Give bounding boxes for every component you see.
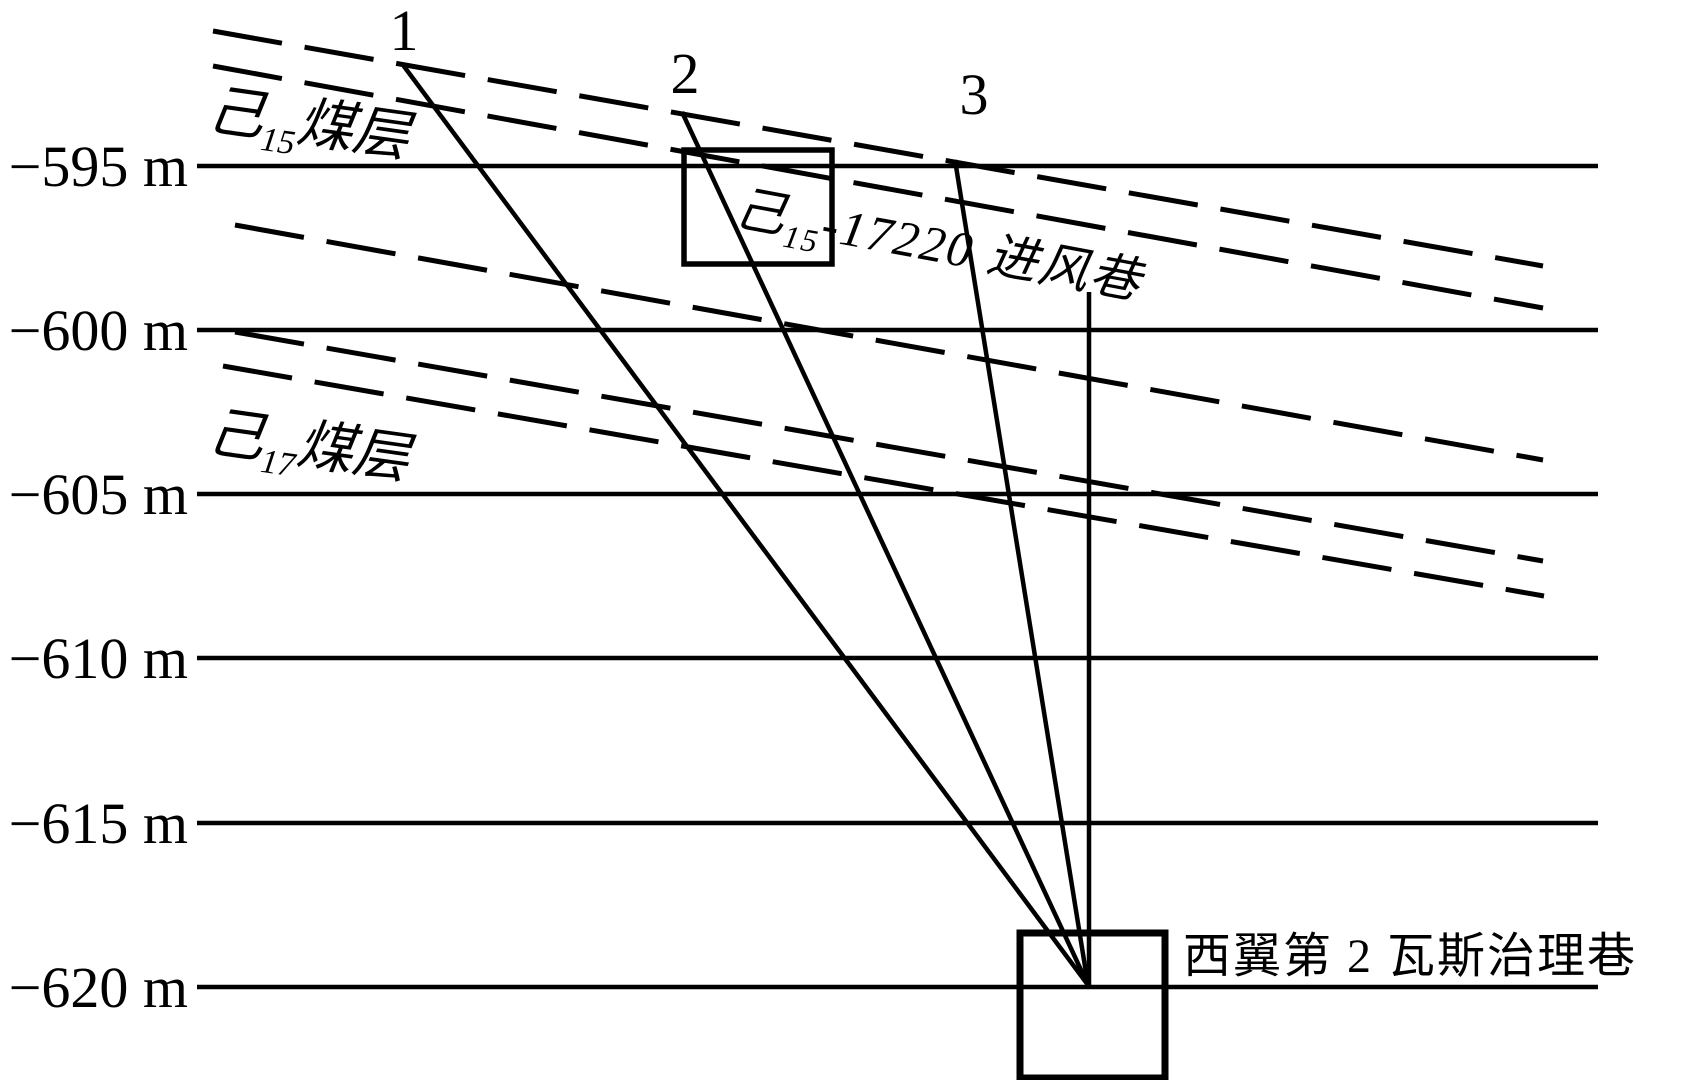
elevation-label-605: −605 m [9, 462, 188, 527]
intake-airway-label-rest: -17220 进风巷 [818, 196, 1150, 311]
elevation-labels: −595 m −600 m −605 m −610 m −615 m −620 … [9, 134, 188, 1020]
elevation-label-615: −615 m [9, 791, 188, 856]
gas-control-roadway-label: 西翼第 2 瓦斯治理巷 [1183, 930, 1637, 983]
seam-17-floor-dashed-line [222, 363, 1545, 599]
borehole-3-line [952, 159, 1091, 986]
intake-airway-label-base: 己 [731, 180, 792, 245]
seam-17-label: 己17煤层 [203, 401, 418, 500]
intake-airway: 己15-17220 进风巷 [681, 147, 1149, 985]
elevation-label-620: −620 m [9, 955, 188, 1020]
intake-airway-label-subscript: 15 [780, 218, 822, 260]
borehole-labels: 1 2 3 [390, 0, 989, 127]
elevation-lines [197, 163, 1598, 990]
borehole-1-line [401, 63, 1090, 987]
seam-15-label: 己15煤层 [203, 79, 418, 178]
borehole-1-label: 1 [390, 0, 419, 63]
elevation-label-600: −600 m [9, 298, 188, 363]
seam-17-label-base: 己 [204, 401, 270, 470]
elevation-label-610: −610 m [9, 626, 188, 691]
seam-15-label-base: 己 [204, 79, 270, 148]
seam-17-label-subscript: 17 [258, 443, 299, 485]
gas-control-roadway: 西翼第 2 瓦斯治理巷 [1016, 929, 1637, 1080]
seam-17-label-rest: 煤层 [293, 414, 417, 492]
intake-airway-label: 己15-17220 进风巷 [729, 180, 1149, 320]
intake-airway-box [681, 147, 835, 267]
seam-15-roof-dashed-line [212, 28, 1544, 269]
gas-control-roadway-box [1016, 929, 1169, 1080]
coal-seam-lines [212, 28, 1545, 599]
borehole-3-label: 3 [960, 62, 989, 127]
seam-15-label-subscript: 15 [258, 121, 297, 162]
seam-15-label-rest: 煤层 [293, 92, 417, 170]
seam-17-roof-dashed-line [234, 329, 1544, 564]
borehole-lines [401, 63, 1091, 987]
middle-stratum-dashed-line [234, 222, 1544, 463]
borehole-2-label: 2 [671, 41, 700, 106]
seam-15-floor-dashed-line [212, 63, 1544, 311]
elevation-label-595: −595 m [9, 134, 188, 199]
borehole-2-line [679, 111, 1091, 986]
